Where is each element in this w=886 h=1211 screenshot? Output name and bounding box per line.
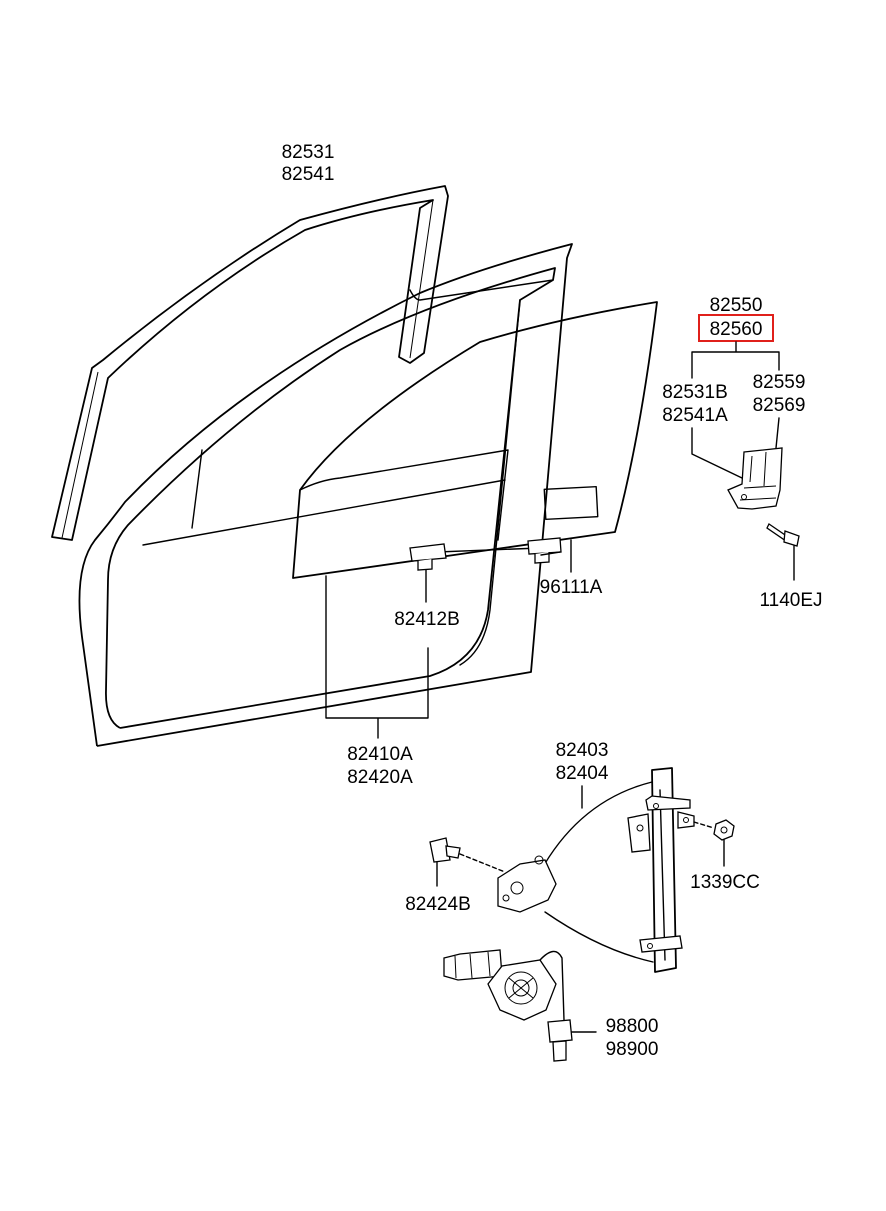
label-82410a: 82410A [347,744,413,765]
label-82403: 82403 [556,740,609,761]
highlight-box-82560 [698,314,774,342]
door-glass [292,301,658,579]
door-frame [78,243,573,747]
nut-1339cc [693,819,735,867]
glass-bottom-edge [540,551,561,556]
label-82531: 82531 [282,142,335,163]
glass-holder-right [527,537,562,564]
channel-module [691,314,783,510]
label-1339cc: 1339CC [690,872,760,893]
label-82541: 82541 [282,164,335,185]
regulator-motor [443,949,597,1062]
glass-holder-left [409,543,447,571]
label-82531b: 82531B [662,382,728,403]
part-labels: 82531 82541 82550 82560 82531B 82541A 82… [282,142,823,1060]
leader-82410a [325,575,429,739]
label-82412b: 82412B [394,609,460,630]
label-1140ej: 1140EJ [759,590,822,611]
label-82404: 82404 [556,763,609,784]
label-82559: 82559 [753,372,806,393]
label-98900: 98900 [606,1039,659,1060]
bolt-82424b [429,837,506,887]
label-82560: 82560 [710,319,763,340]
label-98800: 98800 [606,1016,659,1037]
label-82424b: 82424B [405,894,471,915]
label-96111a: 96111A [540,577,603,598]
window-regulator [497,767,695,973]
label-82420a: 82420A [347,767,413,788]
bolt-1140ej [766,523,800,581]
label-82541a: 82541A [662,405,728,426]
glass-run-channel [51,185,449,541]
label-82569: 82569 [753,395,806,416]
label-82550: 82550 [710,295,763,316]
